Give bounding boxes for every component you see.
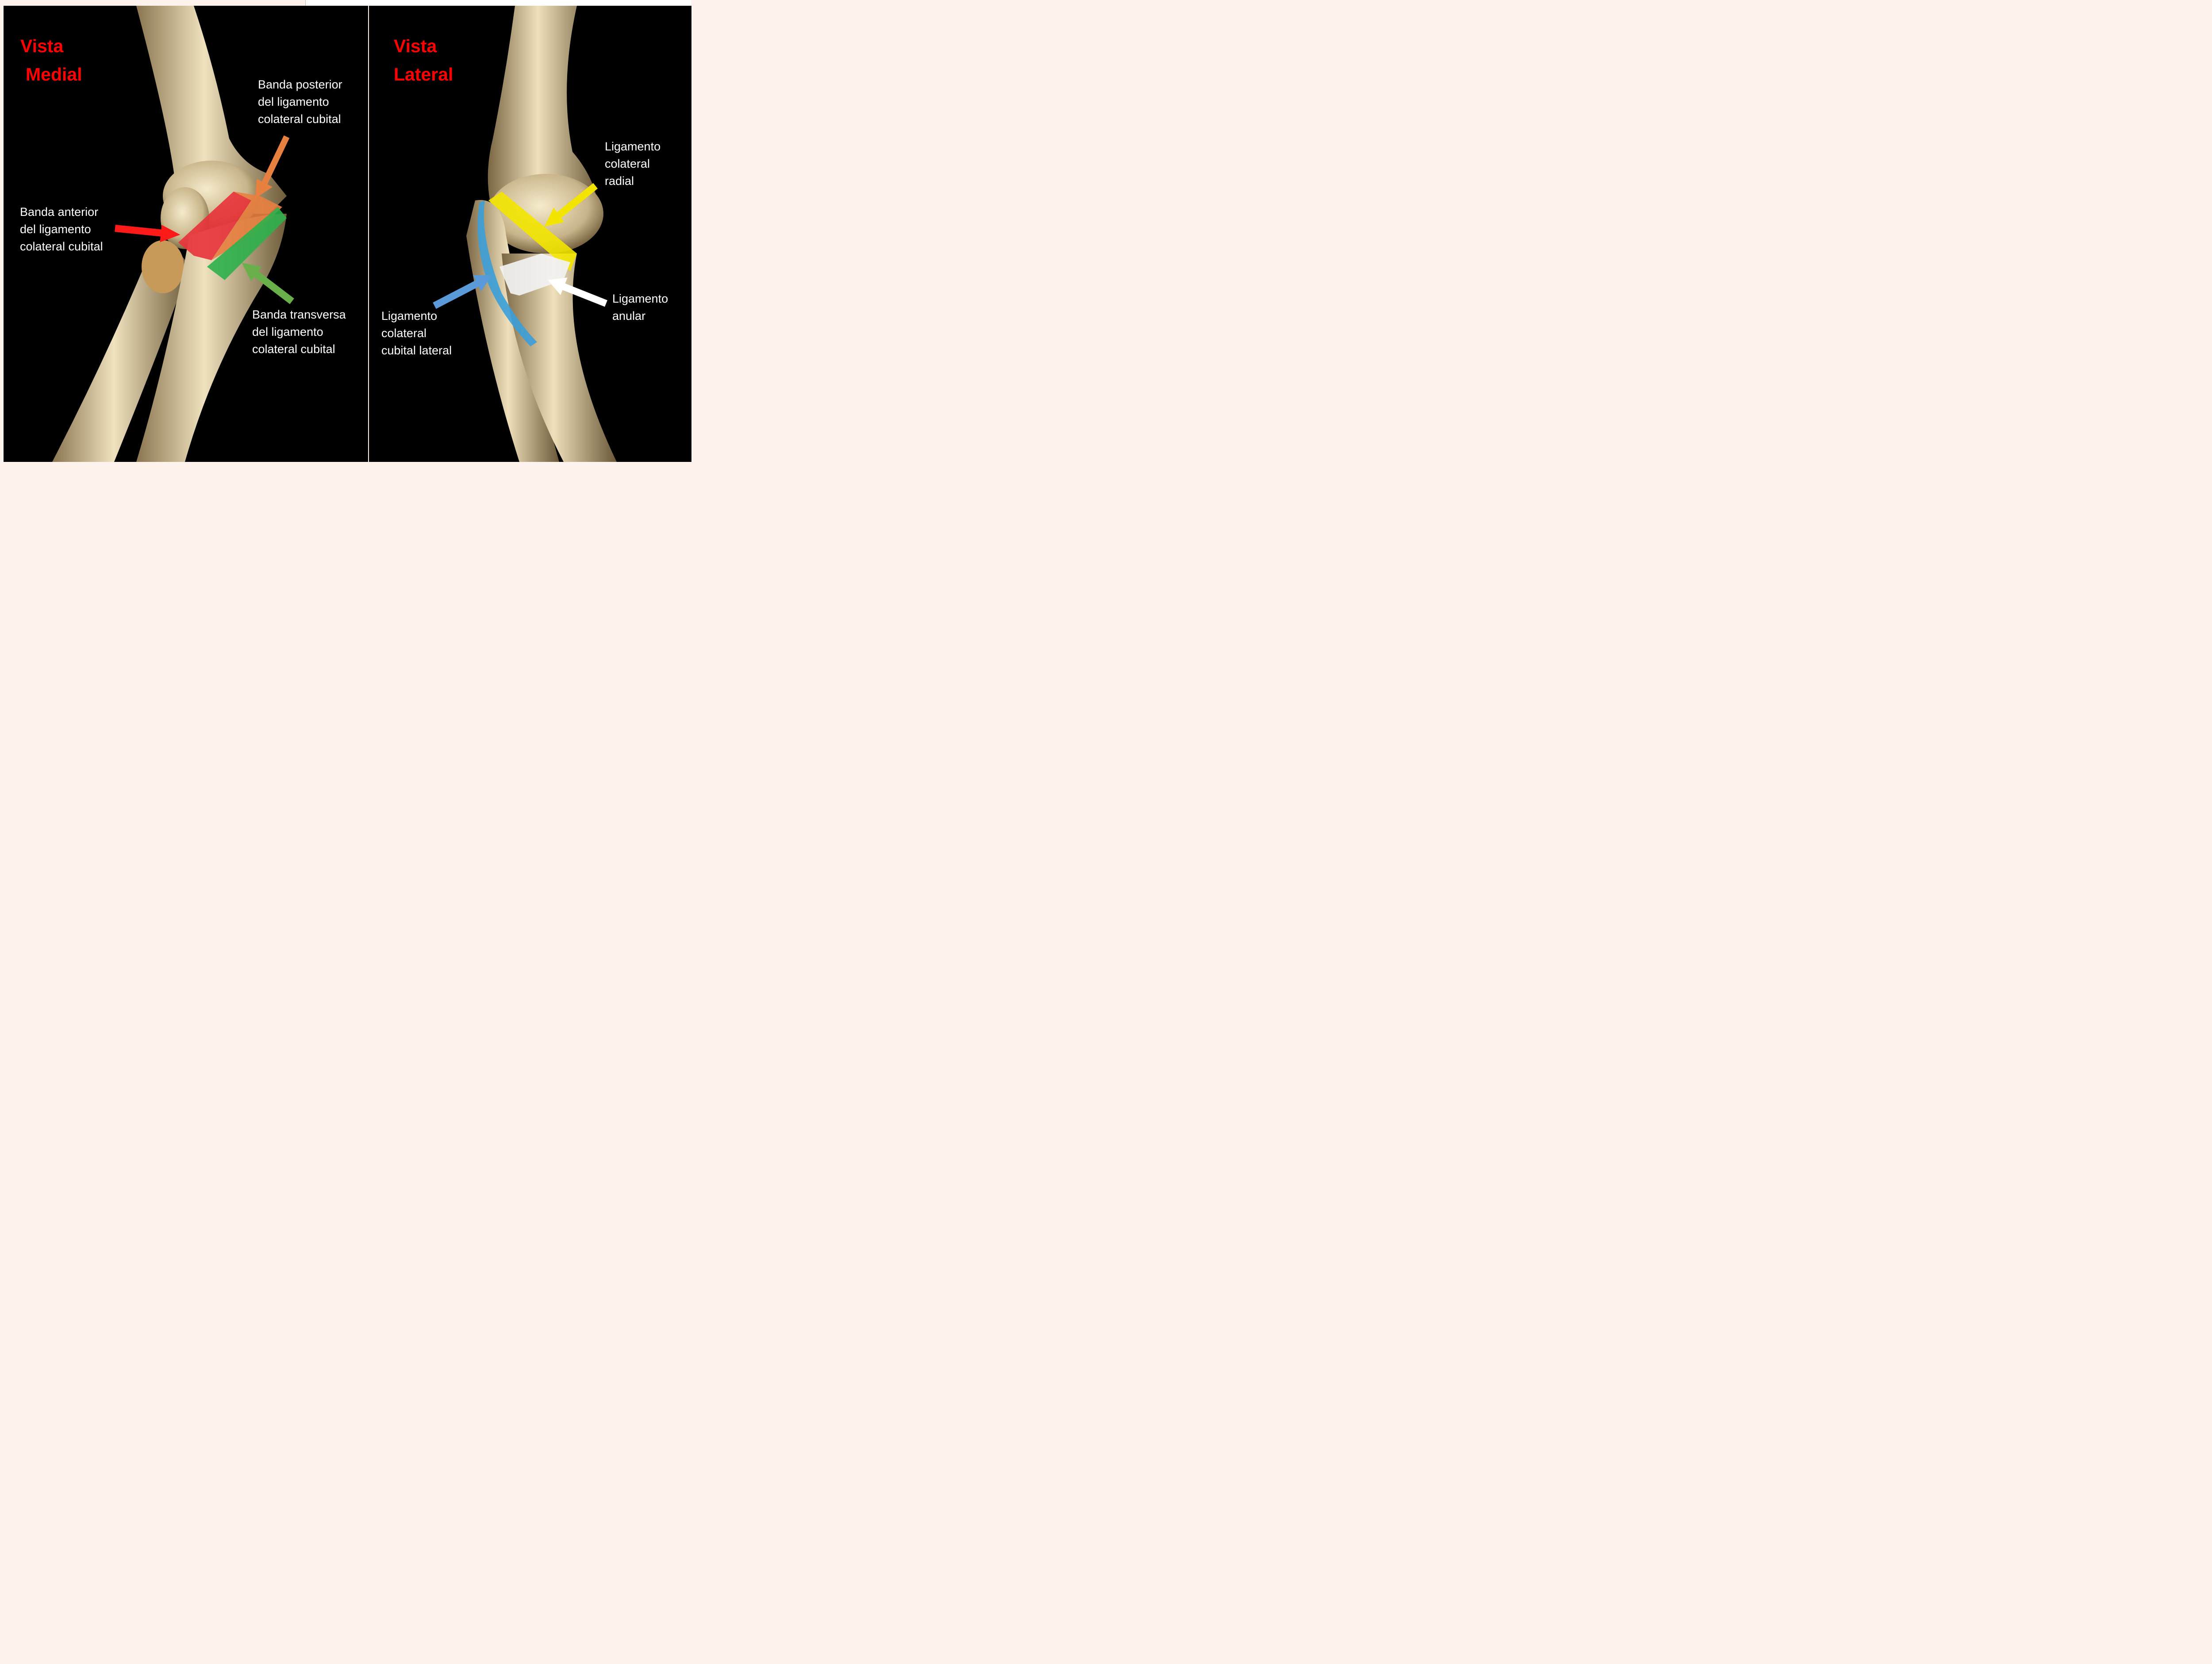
posterior-band-label: Banda posterior del ligamento colateral … [258,76,342,128]
posterior-band-arrow [257,137,287,196]
radial-collateral-label: Ligamento colateral radial [605,138,661,190]
medial-view-panel: Vista Medial Banda posterior del ligamen… [4,6,368,462]
lateral-view-panel: Vista Lateral Ligamento colateral radial… [369,6,691,462]
transverse-band-label: Banda transversa del ligamento colateral… [252,306,346,358]
medial-title-line1: Vista [20,32,63,60]
annular-label: Ligamento anular [612,290,668,325]
radial-head [142,240,184,293]
lateral-title-line2: Lateral [394,61,453,88]
anterior-band-label: Banda anterior del ligamento colateral c… [20,204,103,255]
top-strip [306,0,691,6]
medial-title-line2: Medial [26,61,82,88]
lateral-title-line1: Vista [394,32,437,60]
lateral-ulnar-collateral-label: Ligamento colateral cubital lateral [381,307,452,359]
anterior-band-arrow [115,227,177,240]
